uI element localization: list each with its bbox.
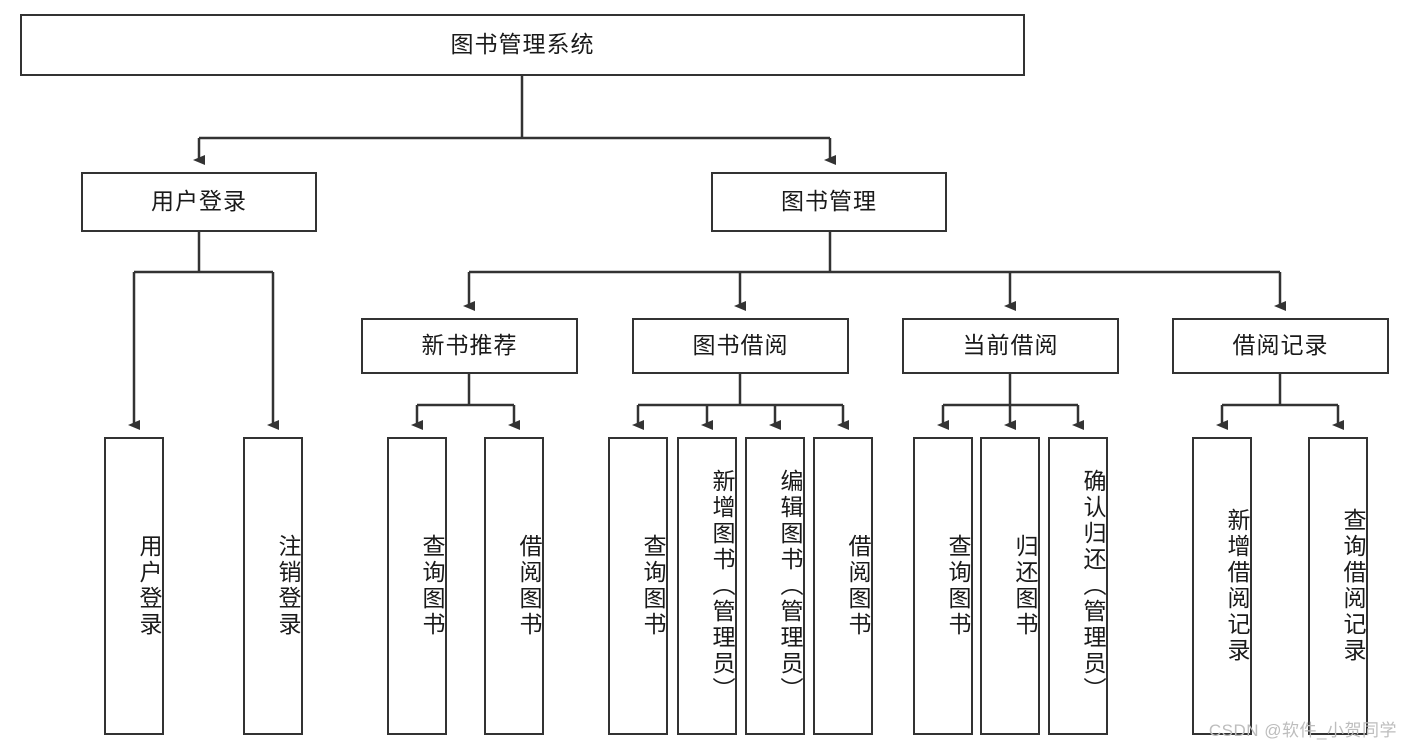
leaf-current-query-book[interactable]: 查询图书 — [913, 437, 973, 735]
node-label: 借阅图书 — [516, 534, 542, 638]
node-new-book-recommend[interactable]: 新书推荐 — [361, 318, 578, 374]
node-label: 新增借阅记录 — [1224, 508, 1250, 664]
node-label: 新书推荐 — [421, 332, 518, 359]
node-user-login[interactable]: 用户登录 — [81, 172, 317, 232]
node-label: 查询借阅记录 — [1340, 508, 1366, 664]
node-label: 注销登录 — [275, 534, 301, 638]
node-book-borrow[interactable]: 图书借阅 — [632, 318, 849, 374]
csdn-watermark: CSDN @软件_小贺同学 — [1208, 721, 1397, 740]
node-root-book-management-system[interactable]: 图书管理系统 — [20, 14, 1025, 76]
node-label: 图书管理 — [781, 188, 877, 215]
node-label: 新增图书（管理员） — [709, 469, 735, 703]
node-label: 查询图书 — [640, 534, 666, 638]
leaf-new-book-query-book[interactable]: 查询图书 — [387, 437, 447, 735]
node-borrow-record[interactable]: 借阅记录 — [1172, 318, 1389, 374]
leaf-logout[interactable]: 注销登录 — [243, 437, 303, 735]
node-current-borrow[interactable]: 当前借阅 — [902, 318, 1119, 374]
leaf-current-return-book[interactable]: 归还图书 — [980, 437, 1040, 735]
node-book-management[interactable]: 图书管理 — [711, 172, 947, 232]
node-label: 借阅图书 — [845, 534, 871, 638]
node-label: 借阅记录 — [1232, 332, 1329, 359]
node-label: 图书借阅 — [692, 332, 789, 359]
leaf-borrow-edit-book-admin[interactable]: 编辑图书（管理员） — [745, 437, 805, 735]
leaf-user-login[interactable]: 用户登录 — [104, 437, 164, 735]
leaf-borrow-add-book-admin[interactable]: 新增图书（管理员） — [677, 437, 737, 735]
node-label: 用户登录 — [136, 534, 162, 638]
node-label: 查询图书 — [945, 534, 971, 638]
node-label: 查询图书 — [419, 534, 445, 638]
leaf-record-add-record[interactable]: 新增借阅记录 — [1192, 437, 1252, 735]
leaf-borrow-borrow-book[interactable]: 借阅图书 — [813, 437, 873, 735]
node-label: 用户登录 — [151, 188, 247, 215]
leaf-new-book-borrow-book[interactable]: 借阅图书 — [484, 437, 544, 735]
node-label: 当前借阅 — [962, 332, 1059, 359]
leaf-borrow-query-book[interactable]: 查询图书 — [608, 437, 668, 735]
node-label: 归还图书 — [1012, 534, 1038, 638]
node-label: 图书管理系统 — [450, 31, 595, 58]
node-label: 确认归还（管理员） — [1080, 469, 1106, 703]
node-label: 编辑图书（管理员） — [777, 469, 803, 703]
leaf-current-confirm-return-admin[interactable]: 确认归还（管理员） — [1048, 437, 1108, 735]
leaf-record-query-record[interactable]: 查询借阅记录 — [1308, 437, 1368, 735]
